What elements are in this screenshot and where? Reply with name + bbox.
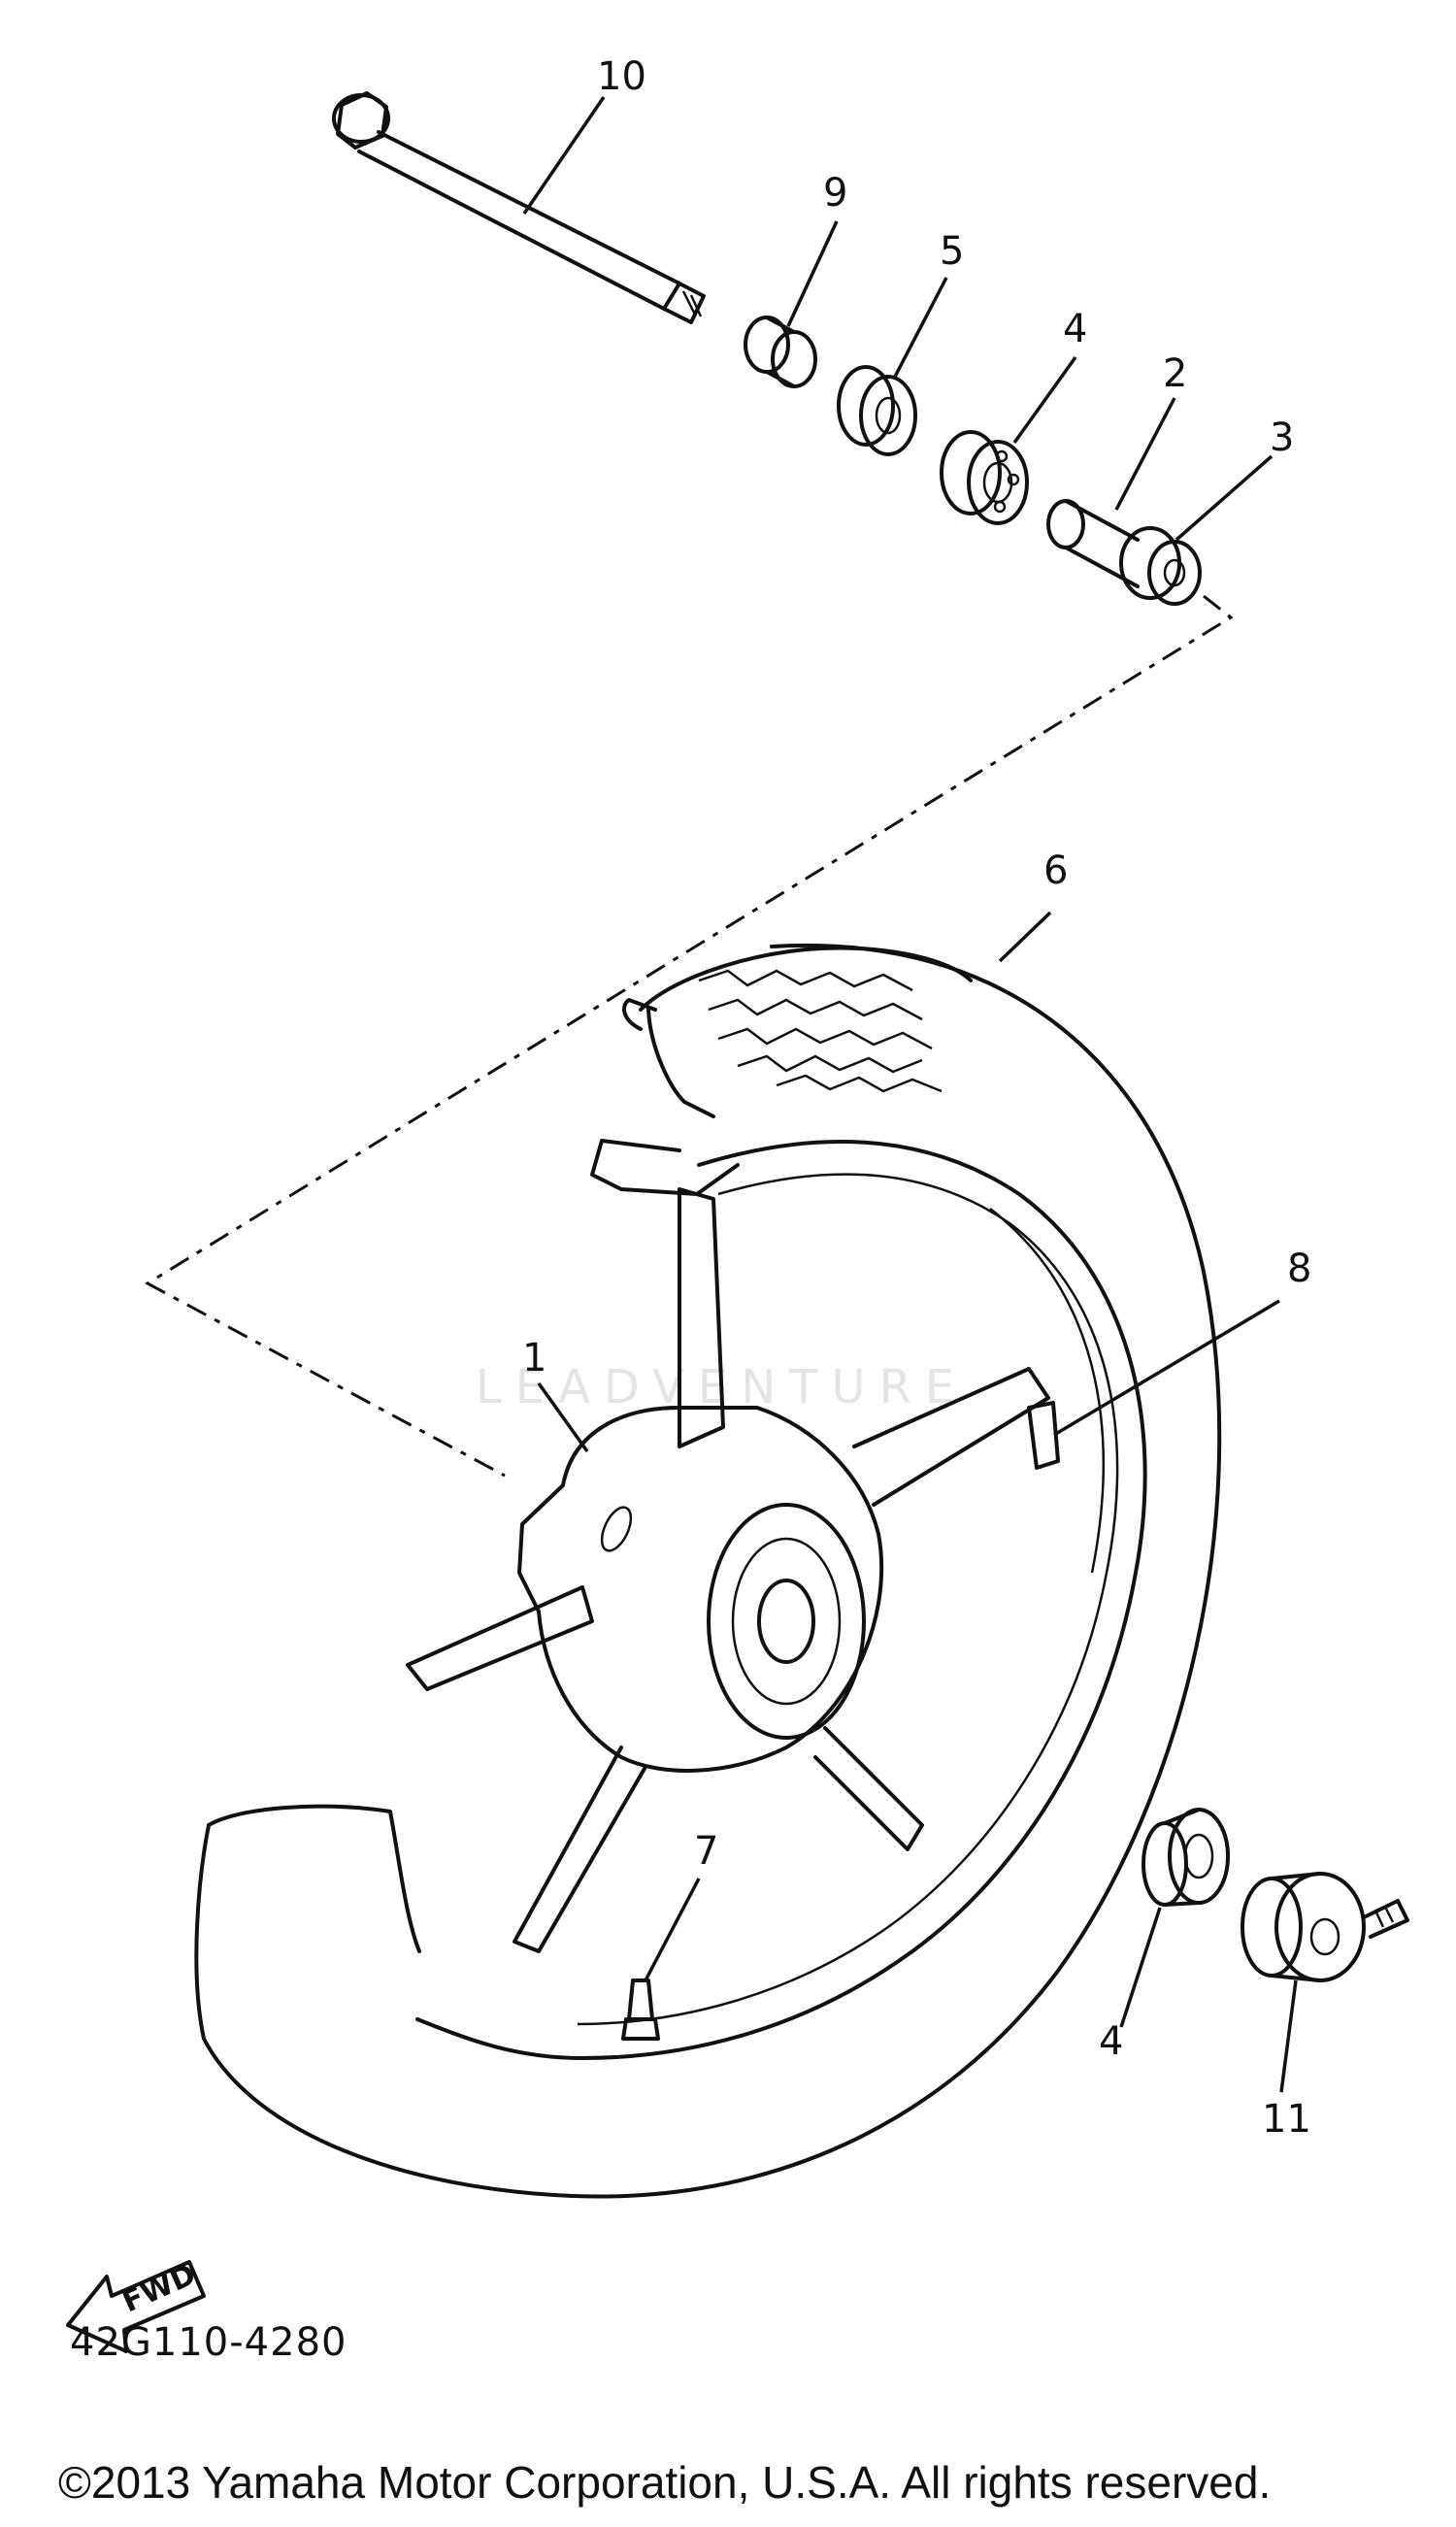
spacer-flange-part: [1046, 499, 1202, 606]
gear-unit-part: [1241, 1872, 1409, 1982]
leader-4b: [1119, 1907, 1162, 2028]
callout-1: 1: [522, 1336, 546, 1380]
callout-11: 11: [1262, 2097, 1311, 2142]
copyright-notice: ©2013 Yamaha Motor Corporation, U.S.A. A…: [58, 2457, 1272, 2508]
leader-10: [522, 96, 606, 215]
assembly-dashed-line: [144, 594, 1234, 1478]
rim-part: [415, 1140, 1147, 2060]
leader-11: [1279, 1979, 1298, 2093]
leader-6: [998, 911, 1052, 963]
callout-6: 6: [1043, 848, 1068, 893]
fwd-label: FWD: [117, 2257, 201, 2319]
bearing-part: [940, 430, 1029, 525]
balance-weight-part: [1027, 1401, 1060, 1470]
oil-seal-part: [837, 365, 917, 456]
callout-5: 5: [940, 229, 964, 274]
leader-lines: [522, 96, 1298, 2093]
collar-part: [744, 316, 817, 388]
valve-part: [621, 1978, 660, 2041]
leader-4a: [1012, 355, 1077, 445]
leader-1: [537, 1381, 589, 1453]
callout-10: 10: [597, 54, 646, 99]
bearing-lower-part: [1142, 1808, 1230, 1907]
diagram-code: 42G110-4280: [70, 2320, 347, 2365]
callout-8: 8: [1287, 1247, 1311, 1291]
tire-part: [194, 943, 1222, 2199]
leader-8: [1053, 1299, 1280, 1437]
callout-9: 9: [823, 171, 847, 216]
callout-3: 3: [1270, 416, 1294, 460]
callout-7: 7: [694, 1829, 718, 1874]
axle-part: [332, 91, 706, 324]
wheel-hub-part: [406, 1187, 1050, 1953]
leader-2: [1114, 397, 1176, 511]
callout-2: 2: [1163, 351, 1187, 396]
leader-3: [1175, 454, 1274, 542]
callout-4-upper: 4: [1063, 307, 1087, 351]
callout-4-lower: 4: [1099, 2019, 1123, 2064]
leader-5: [893, 277, 948, 378]
leader-9: [786, 220, 839, 327]
leader-7: [644, 1878, 701, 1981]
